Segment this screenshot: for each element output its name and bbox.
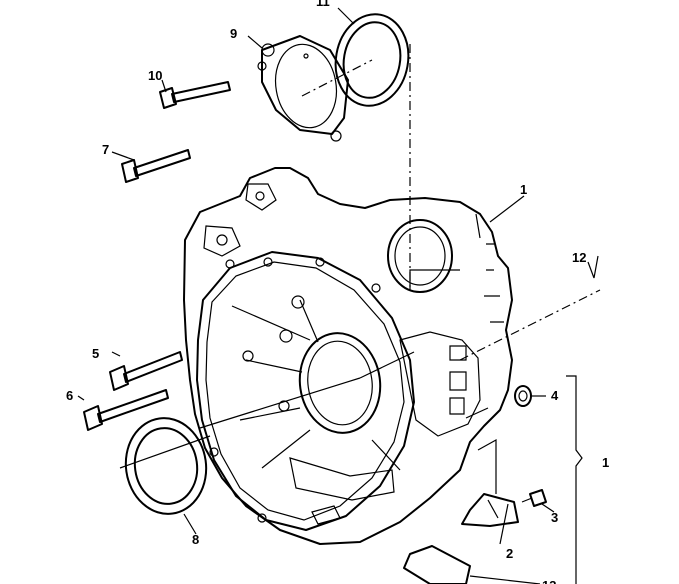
rim-bolt-holes <box>209 257 381 523</box>
group-bracket <box>566 375 583 584</box>
callout-8: 8 <box>192 532 199 547</box>
plug-4 <box>514 385 532 407</box>
alignment-lines <box>301 44 601 361</box>
flywheel-housing <box>183 167 513 545</box>
seal-ring-upper <box>334 13 410 107</box>
callout-labels: 1 1 2 3 4 5 6 7 8 9 10 11 12 13 <box>66 0 609 584</box>
cover-bolt-hole <box>261 43 275 57</box>
callout-13: 13 <box>542 578 556 584</box>
bolt-3 <box>521 489 547 507</box>
bolt-6 <box>83 389 169 431</box>
cover-plate <box>257 35 349 142</box>
callout-2: 2 <box>506 546 513 561</box>
callout-3: 3 <box>551 510 558 525</box>
bolt-7 <box>121 149 191 183</box>
callout-7: 7 <box>102 142 109 157</box>
callout-11: 11 <box>316 0 330 9</box>
callout-10: 10 <box>148 68 162 83</box>
callout-6: 6 <box>66 388 73 403</box>
callout-5: 5 <box>92 346 99 361</box>
bolt-10 <box>159 81 231 109</box>
shield <box>403 545 471 584</box>
callout-1-housing: 1 <box>520 182 527 197</box>
callout-12: 12 <box>572 250 586 265</box>
leader-lines <box>77 7 599 584</box>
bracket <box>461 493 519 527</box>
callout-1-group: 1 <box>602 455 609 470</box>
bolt-5 <box>109 351 183 391</box>
callout-9: 9 <box>230 26 237 41</box>
seal-ring-lower <box>124 417 208 515</box>
callout-4: 4 <box>551 388 559 403</box>
